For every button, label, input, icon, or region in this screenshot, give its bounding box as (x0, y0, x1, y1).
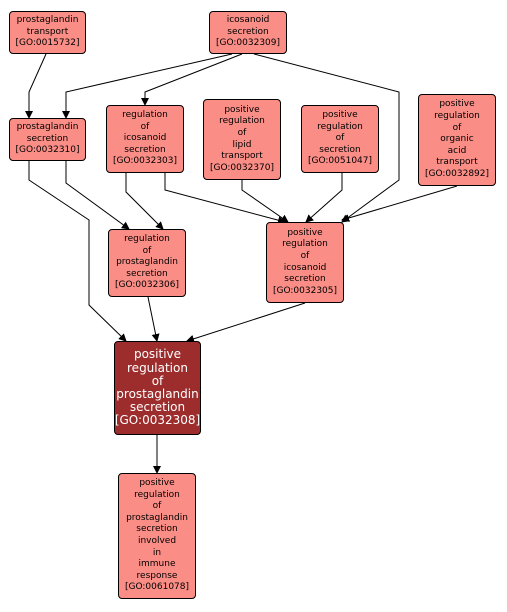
edge-go-0032310-to-go-0032306 (65, 161, 130, 230)
term-name-line: of (452, 122, 462, 133)
term-name-line: prostaglandin (16, 122, 79, 133)
term-name-line: of (152, 501, 162, 512)
term-name-line: organic (440, 134, 474, 145)
term-name-line: positive (133, 347, 182, 362)
edge-go-0032303-to-go-0032306 (125, 173, 164, 230)
term-id-label: [GO:0032308] (114, 413, 201, 428)
term-name-line: involved (137, 536, 177, 546)
term-name-line: secretion (284, 274, 326, 285)
term-name-line: secretion (129, 400, 186, 415)
term-id-label: [GO:0032370] (209, 162, 275, 173)
term-name-line: prostaglandin (16, 15, 79, 26)
term-name-line: secretion (227, 26, 269, 37)
term-name-line: regulation (127, 360, 188, 375)
edge-go-0032370-to-go-0032305 (241, 180, 289, 223)
term-name-line: positive (139, 478, 175, 489)
term-name-line: of (142, 245, 152, 256)
term-id-label: [GO:0061078] (124, 582, 190, 593)
term-name-line: prostaglandin (116, 387, 199, 401)
term-id-label: [GO:0015732] (15, 38, 80, 49)
term-name-line: of (151, 373, 164, 388)
term-name-line: transport (26, 26, 69, 37)
term-name-line: positive (287, 227, 323, 238)
edge-go-0032310-to-go-0032308 (28, 161, 127, 342)
edge-go-0032305-to-go-0032308 (186, 302, 306, 343)
term-name-line: secretion (319, 144, 361, 155)
term-id-label: [GO:0032305] (272, 285, 338, 296)
term-id-label: [GO:0032306] (114, 280, 180, 291)
term-name-line: prostaglandin (116, 257, 178, 268)
term-name-line: positive (322, 110, 358, 121)
term-name-line: immune (138, 559, 176, 570)
term-name-line: of (140, 121, 150, 132)
term-id-label: [GO:0051047] (307, 156, 373, 167)
term-name-line: icosanoid (226, 15, 270, 26)
edge-go-0032309-to-go-0032310 (62, 53, 233, 119)
edge-go-0032306-to-go-0032308 (147, 296, 160, 342)
term-name-line: regulation (124, 234, 170, 245)
term-id-label: [GO:0032892] (424, 168, 490, 179)
term-id-label: [GO:0032309] (215, 38, 281, 49)
term-name-line: regulation (122, 110, 168, 121)
edge-go-0015732-to-go-0032310 (25, 53, 47, 119)
term-name-line: transport (436, 157, 478, 168)
edge-go-0032309-to-go-0032303 (141, 53, 243, 106)
term-name-line: regulation (317, 121, 363, 132)
term-name-line: prostaglandin (126, 512, 188, 523)
term-name-line: in (152, 547, 162, 558)
term-name-line: icosanoid (123, 133, 167, 144)
term-name-line: acid (447, 145, 467, 156)
term-name-line: of (237, 127, 247, 138)
term-name-line: lipid (232, 139, 252, 150)
term-name-line: secretion (136, 524, 178, 535)
term-name-line: positive (224, 104, 260, 115)
term-name-line: secretion (126, 268, 168, 279)
term-name-line: transport (221, 151, 263, 162)
term-name-line: regulation (434, 111, 480, 122)
term-name-line: of (300, 250, 310, 261)
term-name-line: regulation (282, 239, 328, 250)
term-name-line: positive (439, 99, 475, 110)
edge-go-0032309-to-go-0032305 (253, 53, 400, 223)
term-name-line: regulation (134, 489, 180, 500)
edge-go-0032303-to-go-0032305 (164, 173, 286, 225)
term-name-line: icosanoid (283, 262, 327, 273)
edge-go-0051047-to-go-0032305 (305, 173, 343, 223)
term-name-line: secretion (26, 133, 69, 144)
term-name-line: regulation (219, 116, 265, 127)
term-id-label: [GO:0032310] (15, 145, 80, 156)
term-id-label: [GO:0032303] (112, 156, 178, 167)
term-name-line: response (136, 570, 178, 581)
term-name-line: of (335, 133, 345, 144)
edge-go-0032892-to-go-0032305 (341, 185, 458, 222)
term-name-line: secretion (124, 144, 166, 155)
